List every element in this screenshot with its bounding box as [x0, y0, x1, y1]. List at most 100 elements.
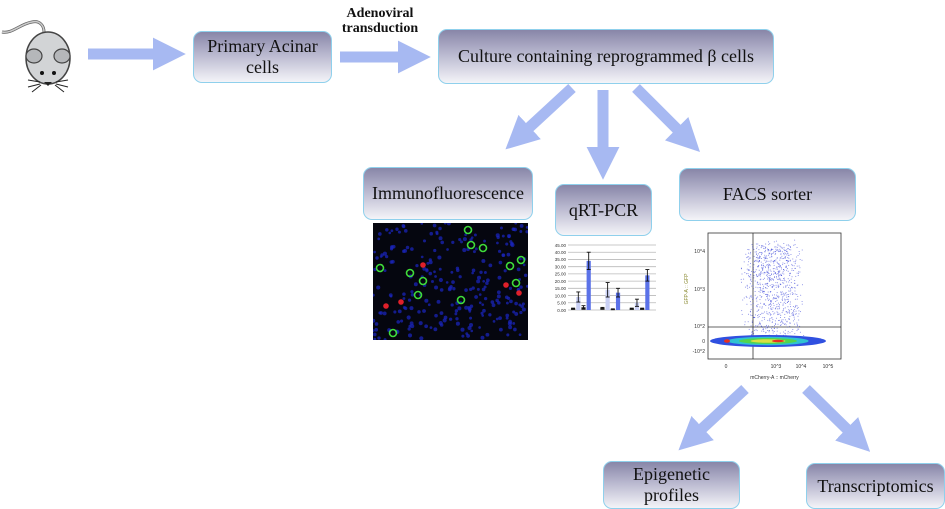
event-dot: [768, 331, 770, 333]
event-dot: [799, 271, 801, 273]
nucleus-dot: [373, 250, 376, 254]
event-dot: [789, 301, 791, 303]
event-dot: [760, 245, 762, 247]
event-dot: [794, 323, 796, 325]
event-dot: [759, 256, 761, 258]
event-dot: [758, 269, 760, 271]
event-dot: [782, 319, 784, 321]
nucleus-dot: [505, 313, 510, 318]
nucleus-dot: [439, 323, 444, 327]
event-dot: [756, 259, 758, 261]
event-dot: [779, 245, 781, 247]
event-dot: [786, 260, 788, 262]
event-dot: [755, 253, 757, 255]
event-dot: [790, 306, 792, 308]
nucleus-dot: [468, 310, 472, 313]
nucleus-dot: [379, 255, 383, 258]
qrtpcr-bar-chart: 0.005.0010.0015.0020.0025.0030.0035.0040…: [555, 243, 656, 313]
event-dot: [772, 330, 774, 332]
nucleus-dot: [525, 225, 528, 229]
event-dot: [788, 279, 790, 281]
event-dot: [766, 311, 768, 313]
nucleus-dot: [376, 285, 381, 290]
event-dot: [782, 331, 784, 333]
event-dot: [758, 244, 760, 246]
nucleus-dot: [478, 301, 482, 305]
event-dot: [763, 273, 765, 275]
event-dot: [797, 254, 799, 256]
event-dot: [759, 322, 761, 324]
event-dot: [754, 271, 756, 273]
event-dot: [751, 314, 753, 316]
event-dot: [797, 284, 799, 286]
nucleus-dot: [462, 248, 467, 253]
event-dot: [773, 268, 775, 270]
event-dot: [787, 311, 789, 313]
event-dot: [760, 289, 762, 291]
nucleus-dot: [481, 314, 485, 317]
event-dot: [783, 292, 785, 294]
event-dot: [774, 273, 776, 275]
nucleus-dot: [501, 253, 506, 258]
event-dot: [775, 317, 777, 319]
event-dot: [760, 278, 762, 280]
event-dot: [786, 281, 788, 283]
nucleus-dot: [422, 266, 427, 271]
event-dot: [750, 278, 752, 280]
event-dot: [783, 252, 785, 254]
green-cell: [516, 255, 526, 265]
event-dot: [781, 247, 783, 249]
event-dot: [792, 258, 794, 260]
event-dot: [746, 256, 748, 258]
event-dot: [757, 266, 759, 268]
event-dot: [788, 245, 790, 247]
event-dot: [768, 260, 770, 262]
event-dot: [764, 326, 766, 328]
event-dot: [796, 298, 798, 300]
event-dot: [759, 284, 761, 286]
event-dot: [768, 319, 770, 321]
transcriptomics-label: Transcriptomics: [817, 475, 934, 496]
event-dot: [789, 260, 791, 262]
event-dot: [784, 262, 786, 264]
nucleus-dot: [508, 286, 513, 290]
nucleus-dot: [498, 316, 502, 321]
event-dot: [780, 273, 782, 275]
event-dot: [759, 275, 761, 277]
event-dot: [787, 293, 789, 295]
x-tick-label: 10^4: [796, 364, 807, 370]
nucleus-dot: [476, 287, 480, 291]
event-dot: [760, 270, 762, 272]
green-cell: [505, 261, 515, 271]
event-dot: [779, 279, 781, 281]
event-dot: [747, 313, 749, 315]
nucleus-dot: [413, 282, 418, 287]
immunofluorescence-micrograph: [373, 223, 528, 340]
event-dot: [761, 330, 763, 332]
event-dot: [796, 322, 798, 324]
event-dot: [791, 292, 793, 294]
event-dot: [770, 259, 772, 261]
nucleus-dot: [424, 324, 428, 329]
event-dot: [792, 306, 794, 308]
event-dot: [769, 250, 771, 252]
event-dot: [767, 327, 769, 329]
event-dot: [746, 257, 748, 259]
event-dot: [758, 261, 760, 263]
nucleus-dot: [410, 293, 415, 297]
nucleus-dot: [497, 301, 501, 305]
event-dot: [777, 250, 779, 252]
event-dot: [777, 306, 779, 308]
event-dot: [777, 249, 779, 251]
event-dot: [766, 258, 768, 260]
nucleus-dot: [438, 236, 443, 241]
red-cell: [516, 290, 522, 296]
event-dot: [770, 254, 772, 256]
y-tick-label: 5.00: [557, 301, 566, 306]
nucleus-dot: [499, 226, 503, 230]
event-dot: [783, 246, 785, 248]
event-dot: [779, 259, 781, 261]
nucleus-dot: [483, 297, 488, 301]
event-dot: [788, 319, 790, 321]
event-dot: [794, 261, 796, 263]
